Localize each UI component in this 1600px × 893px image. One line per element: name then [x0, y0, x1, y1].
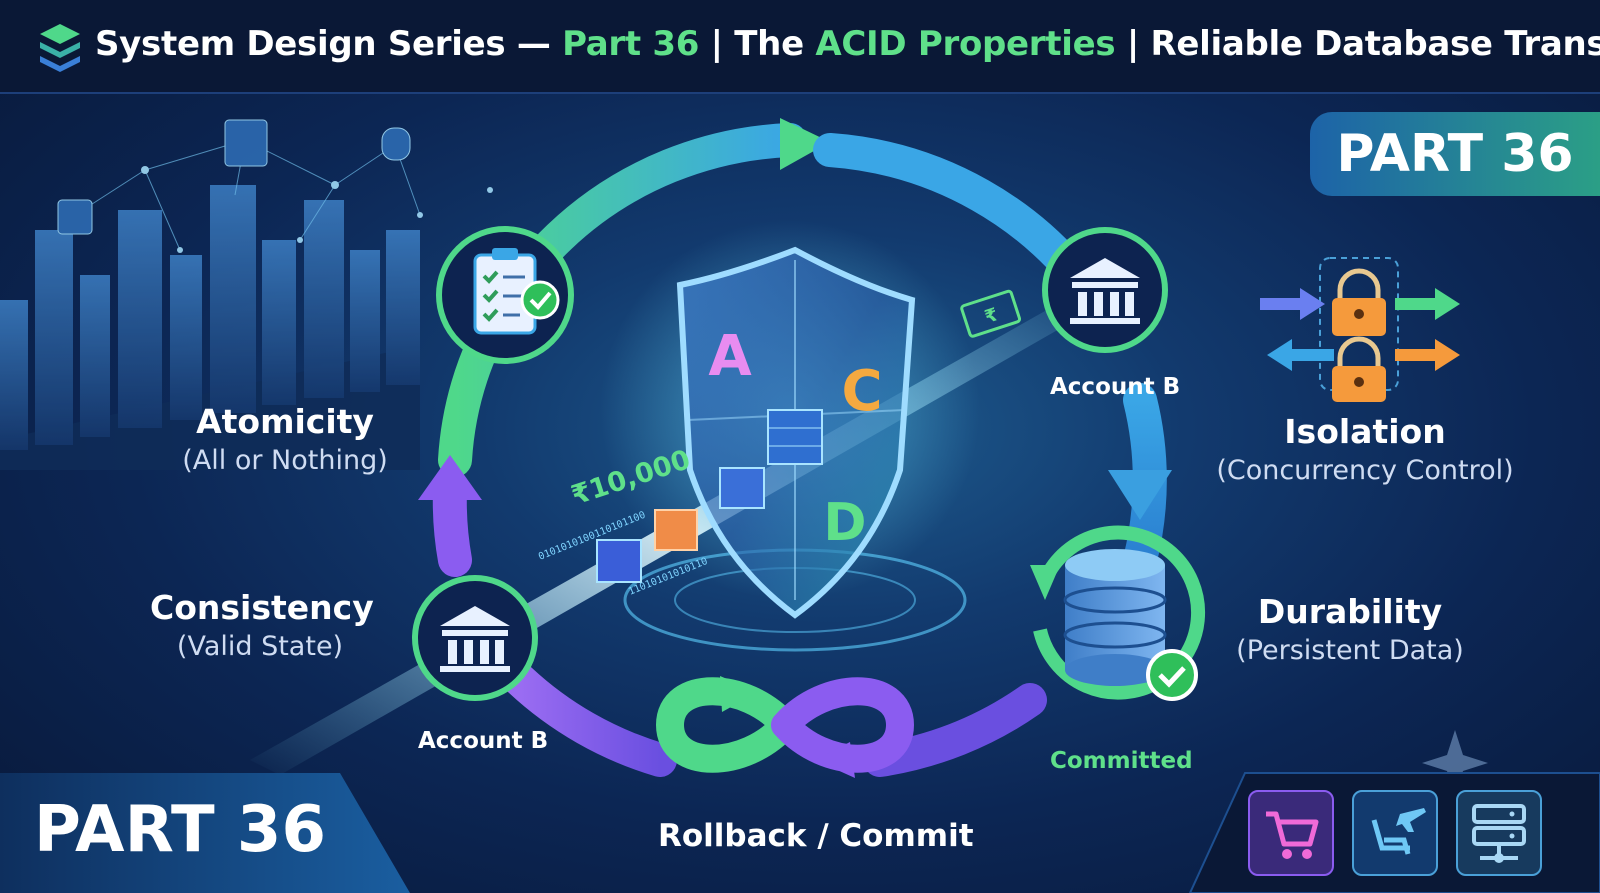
- airline-seat-icon: [1371, 808, 1426, 855]
- server-tile: [1456, 790, 1542, 876]
- sparkle-icon: [1422, 730, 1488, 796]
- atomicity-label: Atomicity (All or Nothing): [182, 402, 388, 476]
- committed-label: Committed: [1050, 748, 1193, 774]
- consistency-label: Consistency (Valid State): [150, 588, 374, 662]
- infinity-arrows-icon: [655, 676, 915, 778]
- database-icon: [1030, 525, 1206, 701]
- part-badge-top-right: PART 36: [1310, 112, 1600, 196]
- city-skyline: [0, 119, 493, 470]
- data-cubes: [596, 409, 823, 583]
- shield-letter-a: A: [708, 324, 752, 389]
- clipboard-check-icon: [436, 226, 574, 364]
- isolation-arrows: [1260, 288, 1460, 371]
- shield-letter-c: C: [841, 359, 882, 424]
- bank-icon: [1042, 227, 1168, 353]
- header-bar: System Design Series — Part 36 | The ACI…: [0, 0, 1600, 94]
- account-b-bottom-label: Account B: [418, 728, 549, 754]
- stack-logo-icon: [40, 24, 80, 72]
- durability-label: Durability (Persistent Data): [1236, 592, 1464, 666]
- banknote-icon: ₹: [960, 289, 1022, 338]
- account-b-top-label: Account B: [1050, 374, 1181, 400]
- rollback-commit-label: Rollback / Commit: [658, 818, 974, 854]
- server-icon: [1472, 804, 1526, 863]
- isolation-label: Isolation (Concurrency Control): [1216, 412, 1514, 486]
- airline-tile: [1352, 790, 1438, 876]
- part-badge-bottom-left: PART 36: [0, 773, 410, 893]
- cart-icon: [1266, 811, 1319, 859]
- shield-letter-d: D: [823, 493, 866, 553]
- svg-text:₹: ₹: [982, 304, 1000, 328]
- cart-tile: [1248, 790, 1334, 876]
- bank-icon: [412, 575, 538, 701]
- page-title: System Design Series — Part 36 | The ACI…: [95, 24, 1600, 64]
- padlock-icon: [1319, 257, 1399, 402]
